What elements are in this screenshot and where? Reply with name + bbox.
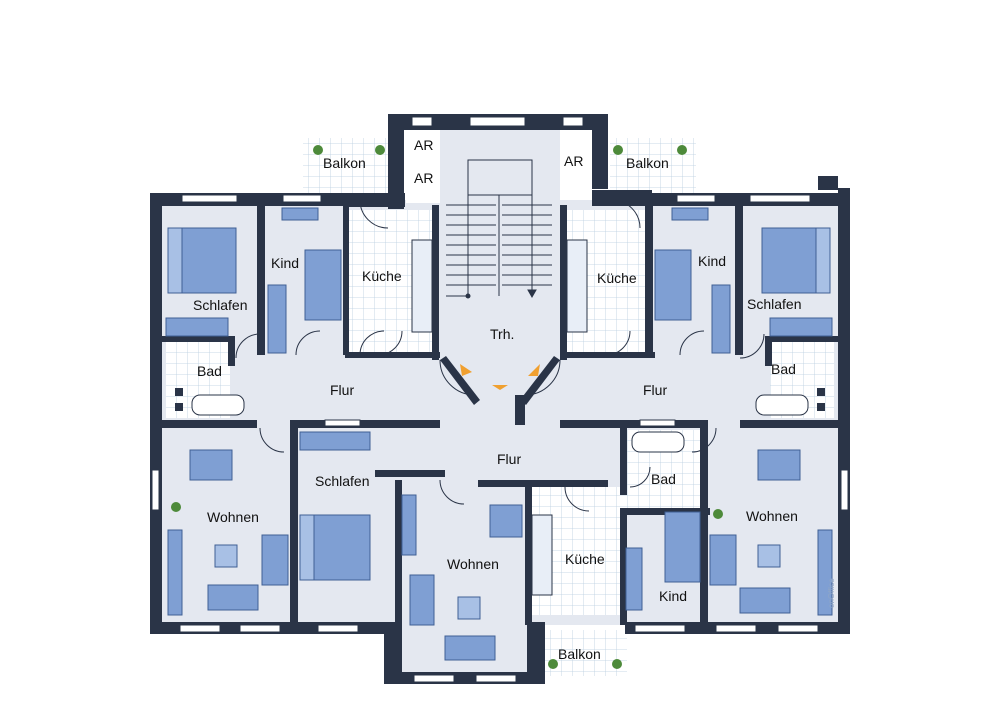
label-bad-center: Bad bbox=[651, 471, 676, 487]
windows bbox=[151, 116, 849, 683]
label-wohnen-center: Wohnen bbox=[447, 556, 499, 572]
ar-right-floor bbox=[560, 133, 594, 188]
label-balkon-left: Balkon bbox=[323, 155, 366, 171]
label-schlafen-right: Schlafen bbox=[747, 296, 801, 312]
ceiling-lights bbox=[460, 364, 540, 390]
label-bad-right: Bad bbox=[771, 361, 796, 377]
label-trh: Trh. bbox=[490, 326, 514, 342]
room-labels: AR AR AR Balkon Balkon Balkon Küche Küch… bbox=[193, 137, 801, 662]
label-flur-center: Flur bbox=[497, 451, 521, 467]
label-flur-right: Flur bbox=[643, 382, 667, 398]
label-bad-left: Bad bbox=[197, 363, 222, 379]
label-kind-left: Kind bbox=[271, 255, 299, 271]
label-kueche-right: Küche bbox=[597, 270, 637, 286]
ar-floor bbox=[406, 133, 440, 203]
label-balkon-bottom: Balkon bbox=[558, 646, 601, 662]
label-ar-left-top: AR bbox=[414, 137, 433, 153]
label-kind-right: Kind bbox=[698, 253, 726, 269]
doors bbox=[235, 199, 765, 512]
label-wohnen-right: Wohnen bbox=[746, 508, 798, 524]
label-kueche-left: Küche bbox=[362, 268, 402, 284]
furniture bbox=[165, 207, 833, 661]
label-balkon-right: Balkon bbox=[626, 155, 669, 171]
label-ar-right: AR bbox=[564, 153, 583, 169]
label-kueche-bottom: Küche bbox=[565, 551, 605, 567]
watermark-logo: onOffice bbox=[827, 578, 836, 608]
label-flur-left: Flur bbox=[330, 382, 354, 398]
label-kind-bottom: Kind bbox=[659, 588, 687, 604]
label-wohnen-left: Wohnen bbox=[207, 509, 259, 525]
label-schlafen-center: Schlafen bbox=[315, 473, 369, 489]
staircase bbox=[446, 159, 552, 299]
balkon-bottom-floor bbox=[545, 630, 627, 676]
plant-icons bbox=[171, 145, 723, 669]
label-schlafen-left: Schlafen bbox=[193, 297, 247, 313]
label-ar-left-bottom: AR bbox=[414, 170, 433, 186]
